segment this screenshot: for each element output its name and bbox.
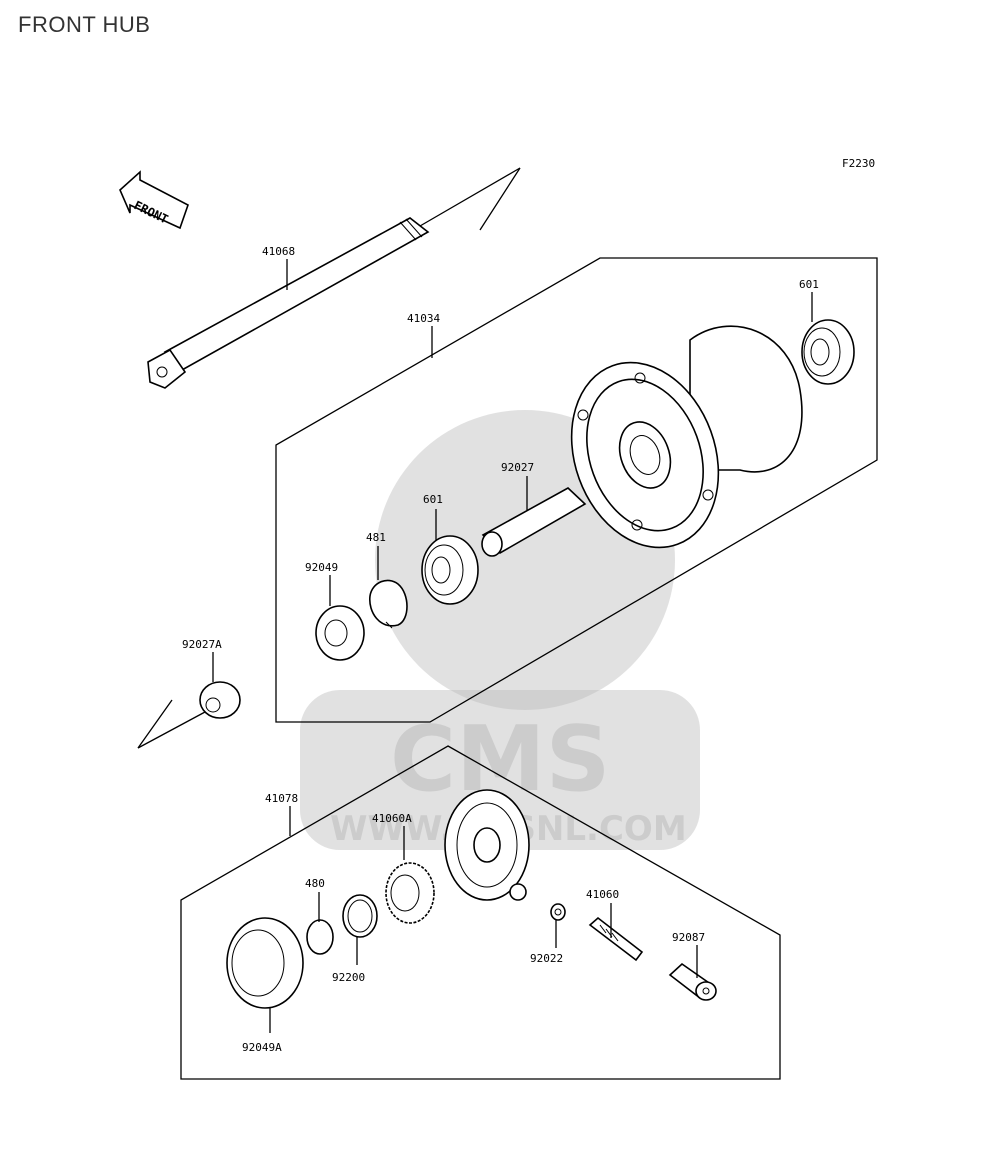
- callout-601-right: 601: [799, 278, 819, 291]
- callout-92049: 92049: [305, 561, 338, 574]
- part-bearing-601-left: [421, 535, 479, 605]
- panel-boss: [473, 827, 501, 863]
- part-circlip-480: [306, 919, 334, 955]
- callout-92027: 92027: [501, 461, 534, 474]
- part-seal-92049: [315, 605, 365, 661]
- bearing-inner: [810, 338, 830, 366]
- gear-bore: [390, 874, 420, 912]
- hub-bolt-hole-2: [634, 372, 646, 384]
- circlip-ring: [369, 579, 408, 627]
- seal-inner: [324, 619, 348, 647]
- hub-drum-right: [689, 325, 803, 473]
- callout-41068: 41068: [262, 245, 295, 258]
- callout-41060: 41060: [586, 888, 619, 901]
- part-spacer-92027: [481, 487, 587, 557]
- axle-thread-1: [399, 221, 417, 241]
- part-seal-92049A: [226, 917, 304, 1009]
- hub-assembly-outline: [275, 257, 878, 723]
- bearing-race: [424, 544, 464, 596]
- panel-rim: [456, 802, 518, 888]
- reference-code: F2230: [842, 157, 875, 170]
- part-bearing-601-right: [801, 319, 855, 385]
- callout-41060A: 41060A: [372, 812, 412, 825]
- callout-601-left: 601: [423, 493, 443, 506]
- callout-92027A: 92027A: [182, 638, 222, 651]
- front-arrow-shape: [119, 170, 189, 230]
- axle-direction-line-2: [479, 167, 521, 231]
- pinion-tooth-1: [599, 924, 607, 934]
- collar-direction-line-2: [137, 699, 173, 749]
- bearing-race: [803, 327, 841, 377]
- circlip-gap: [385, 621, 393, 629]
- part-collar-92027A: [199, 681, 241, 719]
- collar-bore: [205, 697, 221, 713]
- panel-lug: [509, 883, 527, 901]
- callout-92022: 92022: [530, 952, 563, 965]
- collar-body: [199, 681, 241, 719]
- callout-41078: 41078: [265, 792, 298, 805]
- collar-direction-line: [137, 711, 206, 749]
- callout-481: 481: [366, 531, 386, 544]
- callout-92200: 92200: [332, 971, 365, 984]
- bushing-end: [695, 981, 717, 1001]
- part-washer-92022: [550, 903, 566, 921]
- washer-92022-hole: [554, 908, 562, 916]
- callout-92087: 92087: [672, 931, 705, 944]
- axle-thread-2: [405, 218, 423, 238]
- brake-panel-outline: [180, 745, 781, 1080]
- circlip-480-ring: [306, 919, 334, 955]
- part-circlip-481: [369, 579, 408, 629]
- hub-bore-inner: [629, 435, 661, 475]
- page-title: FRONT HUB: [18, 12, 151, 37]
- axle-shaft: [163, 217, 430, 372]
- part-brake-panel: [444, 789, 530, 901]
- part-gear-41060A: [385, 862, 435, 924]
- bearing-inner: [431, 556, 451, 584]
- seal-a-outer: [226, 917, 304, 1009]
- part-washer-92200: [342, 894, 378, 938]
- front-direction-arrow: FRONT: [119, 170, 189, 230]
- bushing-hole: [702, 987, 710, 995]
- seal-outer: [315, 605, 365, 661]
- watermark-band: [300, 690, 700, 850]
- axle-head-hole: [156, 366, 168, 378]
- hub-bolt-hole-3: [702, 489, 714, 501]
- hub-bolt-hole-4: [631, 519, 643, 531]
- callout-41034: 41034: [407, 312, 440, 325]
- gear-teeth: [385, 862, 435, 924]
- hub-bore: [618, 421, 672, 489]
- callout-92049A: 92049A: [242, 1041, 282, 1054]
- spacer-end: [481, 531, 503, 557]
- bearing-outer: [801, 319, 855, 385]
- part-hub-body: [570, 325, 803, 549]
- axle-direction-line: [419, 167, 521, 227]
- part-pinion-41060: [588, 916, 644, 962]
- washer-92022-body: [550, 903, 566, 921]
- pinion-tooth-3: [611, 932, 619, 942]
- callout-480: 480: [305, 877, 325, 890]
- part-bushing-92087: [668, 962, 717, 1001]
- washer-inner: [347, 899, 373, 933]
- seal-a-inner: [231, 929, 285, 997]
- hub-bolt-hole-1: [577, 409, 589, 421]
- part-axle-41068: [147, 167, 521, 389]
